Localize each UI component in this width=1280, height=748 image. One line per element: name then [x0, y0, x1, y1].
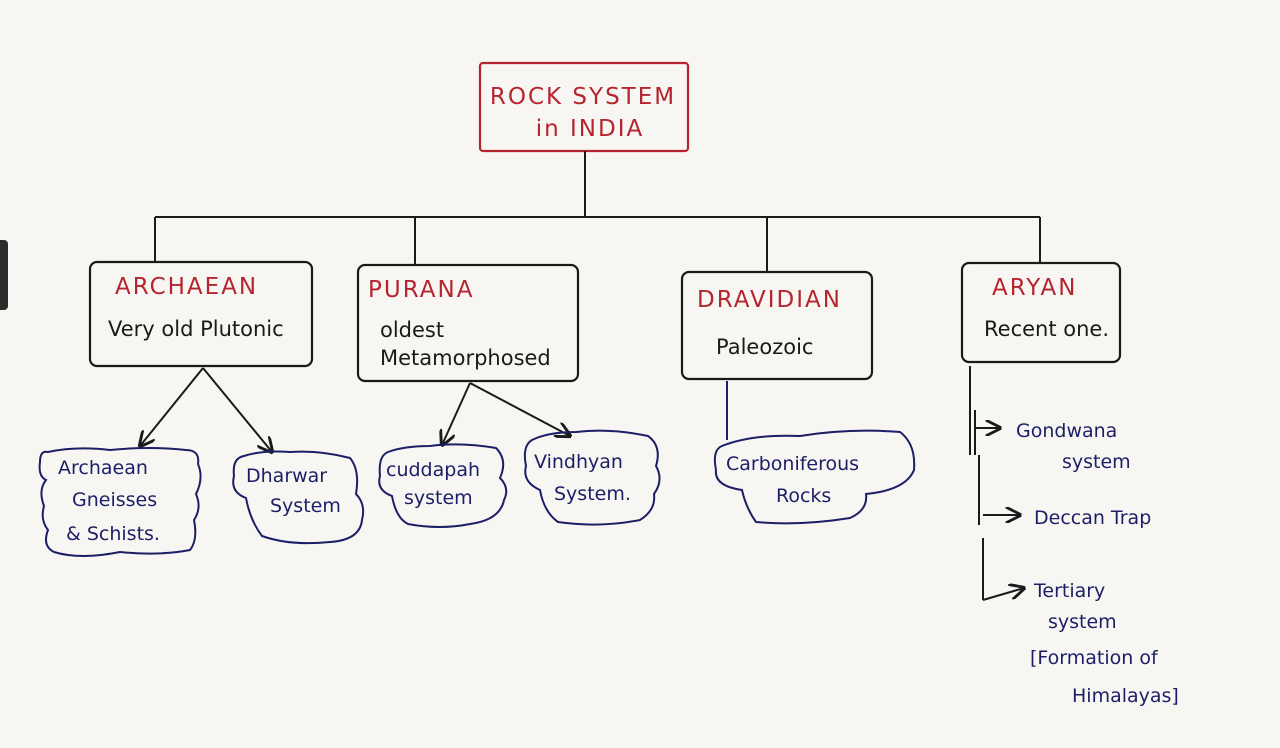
- sub-archaean-gneisses: Archaean Gneisses & Schists.: [38, 447, 202, 557]
- trunk-connectors: [154, 151, 1041, 272]
- sub-carboniferous: Carboniferous Rocks: [713, 429, 916, 525]
- sub-archaean-line3: & Schists.: [66, 523, 160, 545]
- archaean-title: ARCHAEAN: [115, 274, 258, 300]
- archaean-desc: Very old Plutonic: [108, 317, 284, 341]
- tertiary-line3: [Formation of: [1030, 647, 1159, 669]
- aryan-box: [960, 261, 1122, 364]
- tertiary-line2: system: [1048, 611, 1117, 633]
- tertiary-line4: Himalayas]: [1072, 685, 1179, 707]
- sub-cuddapah-line1: cuddapah: [386, 459, 480, 481]
- sub-dharwar-line1: Dharwar: [246, 465, 327, 487]
- branch-aryan: ARYAN Recent one.: [960, 261, 1122, 364]
- purana-title: PURANA: [368, 277, 474, 303]
- aryan-child-gondwana: Gondwana system: [1016, 420, 1131, 473]
- aryan-desc: Recent one.: [984, 317, 1109, 341]
- aryan-child-tertiary: Tertiary system [Formation of Himalayas]: [1030, 580, 1179, 707]
- page-edge-shadow: [0, 240, 8, 310]
- purana-sub-arrows: [442, 382, 570, 445]
- root-line1: ROCK SYSTEM: [490, 84, 676, 110]
- root-node: ROCK SYSTEM in INDIA: [478, 61, 690, 153]
- dravidian-title: DRAVIDIAN: [697, 287, 842, 313]
- sub-vindhyan: Vindhyan System.: [523, 429, 661, 526]
- branch-purana: PURANA oldest Metamorphosed: [356, 263, 580, 383]
- tertiary-line1: Tertiary: [1033, 580, 1105, 602]
- gondwana-line2: system: [1062, 451, 1131, 473]
- sub-vindhyan-line1: Vindhyan: [534, 451, 623, 473]
- archaean-box: [88, 260, 314, 368]
- sub-cuddapah: cuddapah system: [378, 443, 508, 528]
- archaean-sub-arrows: [140, 367, 272, 452]
- sub-carboniferous-line2: Rocks: [776, 485, 831, 507]
- root-line2: in INDIA: [536, 116, 645, 142]
- sub-archaean-line1: Archaean: [58, 457, 148, 479]
- aryan-children-connectors: [969, 366, 1024, 601]
- aryan-child-deccan: Deccan Trap: [1034, 507, 1151, 529]
- sub-dharwar: Dharwar System: [232, 450, 365, 545]
- purana-box: [356, 263, 580, 383]
- dravidian-desc: Paleozoic: [716, 335, 813, 359]
- sub-cuddapah-line2: system: [404, 487, 473, 509]
- gondwana-line1: Gondwana: [1016, 420, 1117, 442]
- sub-archaean-line2: Gneisses: [72, 489, 157, 511]
- aryan-title: ARYAN: [992, 275, 1077, 301]
- sub-carboniferous-line1: Carboniferous: [726, 453, 859, 475]
- branch-archaean: ARCHAEAN Very old Plutonic: [88, 260, 314, 368]
- purana-desc-line2: Metamorphosed: [380, 346, 551, 370]
- sub-vindhyan-line2: System.: [554, 483, 631, 505]
- dravidian-box: [680, 270, 874, 381]
- sub-dharwar-line2: System: [270, 495, 341, 517]
- purana-desc-line1: oldest: [380, 318, 444, 342]
- branch-dravidian: DRAVIDIAN Paleozoic: [680, 270, 874, 381]
- deccan-line1: Deccan Trap: [1034, 507, 1151, 529]
